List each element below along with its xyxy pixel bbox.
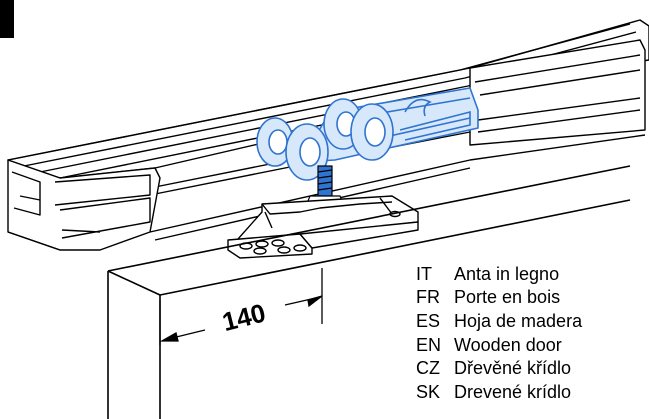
legend-label: Anta in legno: [454, 263, 560, 284]
track-rail: [7, 19, 649, 251]
trolley-carriage: [256, 87, 479, 181]
legend-row-it: IT Anta in legno: [416, 262, 646, 286]
legend-row-sk: SK Drevené krídlo: [416, 380, 646, 404]
wooden-door: [107, 165, 631, 419]
wheel-back-right: [350, 103, 394, 161]
legend-label: Dřevěné křídlo: [454, 358, 572, 379]
legend-label: Hoja de madera: [454, 310, 583, 331]
legend-label: Porte en bois: [454, 287, 561, 308]
legend-row-es: ES Hoja de madera: [416, 309, 646, 333]
corner-crop-mark: [0, 0, 14, 38]
legend-code: SK: [416, 381, 441, 402]
legend-code: FR: [416, 287, 440, 308]
legend-label: Drevené krídlo: [454, 381, 572, 402]
translation-legend: IT Anta in legno FR Porte en bois ES Hoj…: [416, 262, 646, 404]
legend-code: ES: [416, 310, 441, 331]
legend-row-cz: CZ Dřevěné křídlo: [416, 356, 646, 380]
legend-code: CZ: [416, 358, 440, 379]
dimension-value: 140: [219, 297, 268, 337]
legend-row-en: EN Wooden door: [416, 333, 646, 357]
dimension-annotation: 140: [159, 268, 323, 345]
legend-row-fr: FR Porte en bois: [416, 286, 646, 310]
legend-code: IT: [416, 263, 432, 284]
mounting-bracket: [227, 195, 419, 259]
legend-code: EN: [416, 334, 442, 355]
legend-label: Wooden door: [454, 334, 562, 355]
